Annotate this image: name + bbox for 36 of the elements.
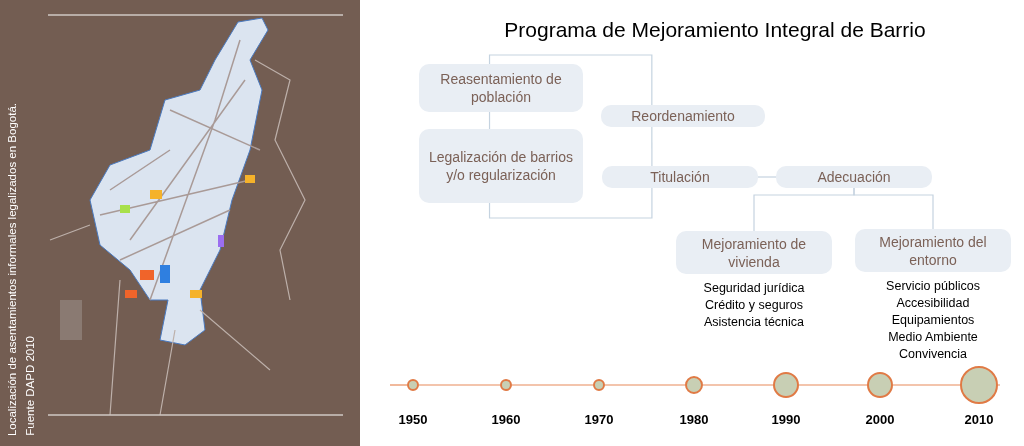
process-box: Titulación <box>602 166 758 188</box>
connector-line <box>418 384 501 386</box>
list-item: Seguridad jurídica <box>703 280 805 297</box>
connector-line <box>511 384 594 386</box>
process-box: Adecuación <box>776 166 932 188</box>
connector-line <box>488 54 653 106</box>
process-box: Reordenamiento <box>601 105 765 127</box>
process-box: Mejoramiento del entorno <box>855 229 1011 272</box>
list-item: Servicio públicos <box>886 278 980 295</box>
year-label: 1990 <box>771 412 801 428</box>
year-label: 2010 <box>964 412 994 428</box>
connector-line <box>604 384 686 386</box>
year-label: 1980 <box>679 412 709 428</box>
year-label: 1970 <box>584 412 614 428</box>
connector-line <box>798 384 868 386</box>
list-item: Crédito y seguros <box>705 297 803 314</box>
connector-line <box>488 187 653 219</box>
process-box: Reasentamiento de población <box>419 64 583 112</box>
connector-line <box>853 187 934 230</box>
process-box: Legalización de barrios y/o regularización <box>419 129 583 203</box>
list-item: Convivencia <box>898 346 968 363</box>
map-caption: Fuente DAPD 2010 <box>23 336 37 436</box>
map-caption: Localización de asentamientos informales legalizados en Bogotá. <box>5 102 19 436</box>
year-label: 1960 <box>491 412 521 428</box>
process-box: Mejoramiento de vivienda <box>676 231 832 274</box>
connector-line <box>702 384 774 386</box>
year-label: 1950 <box>398 412 428 428</box>
connector-line <box>757 176 777 178</box>
list-item: Equipamientos <box>891 312 975 329</box>
list-item: Accesibilidad <box>896 295 970 312</box>
list-item: Medio Ambiente <box>888 329 978 346</box>
year-label: 2000 <box>865 412 895 428</box>
connector-line <box>651 126 653 167</box>
list-item: Asistencia técnica <box>703 314 805 331</box>
diagram-title: Programa de Mejoramiento Integral de Barrio <box>503 17 927 43</box>
connector-line <box>892 384 961 386</box>
